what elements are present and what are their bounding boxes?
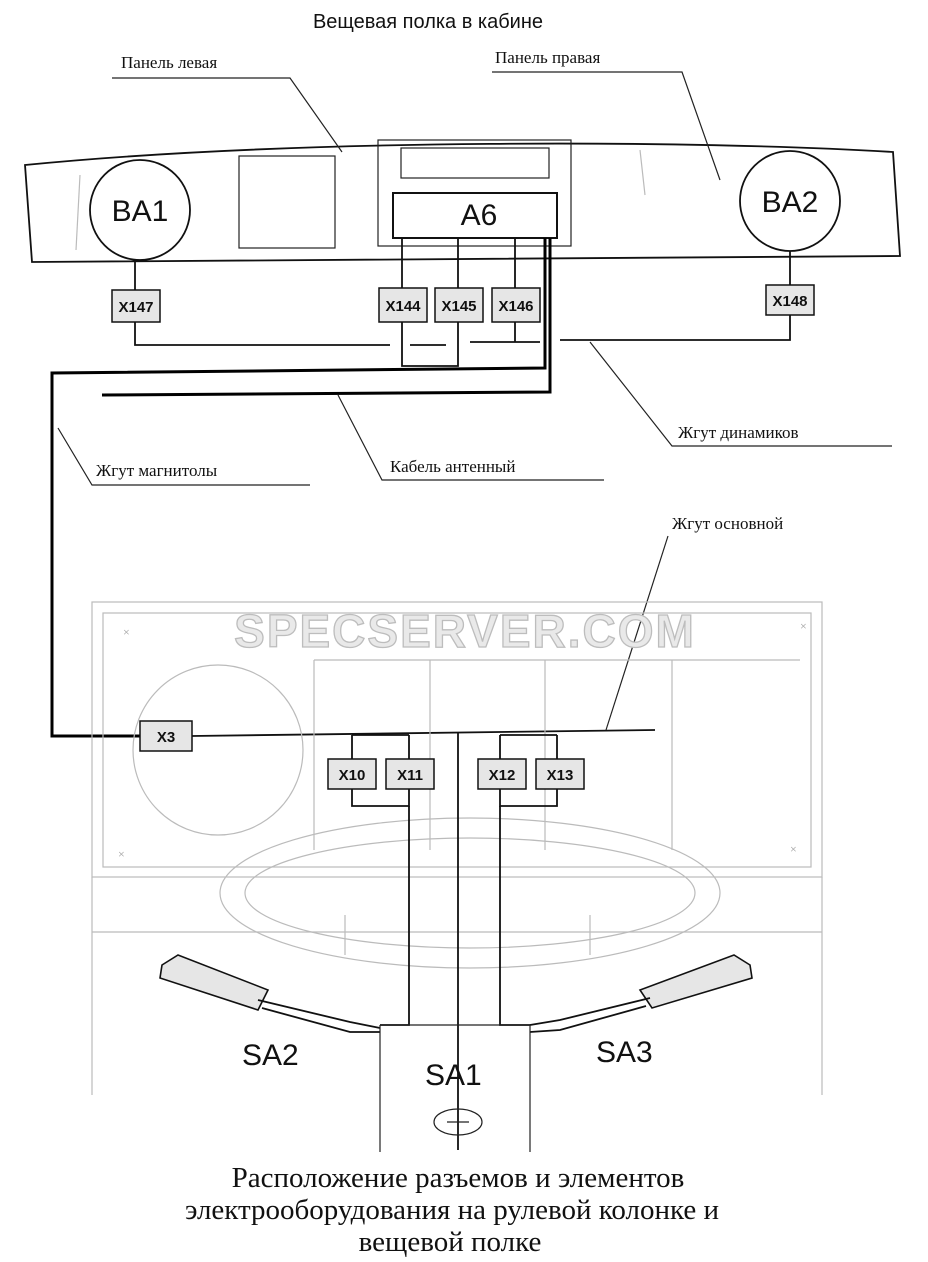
label-panel-right: Панель правая [495,48,600,67]
caption: Расположение разъемов и элементов электр… [185,1162,719,1258]
label-sa1: SA1 [425,1059,482,1092]
speaker-ba2-label: BA2 [762,186,819,219]
diagram-title: Вещевая полка в кабине [313,11,543,33]
shelf-outline [24,139,901,263]
connector-x10: X10 [327,758,377,790]
connector-x146: X146 [491,287,541,323]
label-harness-main-group: Жгут основной [605,514,783,731]
connector-x13: X13 [535,758,585,790]
connector-x11: X11 [385,758,435,790]
watermark: SPECSERVER.COM [234,605,696,657]
connector-x3-label: X3 [157,729,175,746]
screw-mark-bl: × [118,847,125,861]
switch-sa3 [529,954,753,1033]
connector-x147-label: X147 [118,299,153,316]
connector-x13-label: X13 [547,767,574,784]
label-panel-right-group: Панель правая [492,48,721,181]
radio-a6: A6 [392,192,558,239]
caption-line-3: вещевой полке [359,1226,542,1258]
label-panel-left-group: Панель левая [112,53,343,153]
connector-x148: X148 [765,284,815,316]
label-antenna-cable-group: Кабель антенный [337,394,604,481]
connector-x11-label: X11 [397,767,423,784]
upper-wiring [50,238,791,738]
switch-sa2 [159,954,381,1033]
connector-x144-label: X144 [385,298,421,315]
connector-x146-label: X146 [498,298,533,315]
connector-x148-label: X148 [772,293,807,310]
caption-line-2: электрооборудования на рулевой колонке и [185,1194,719,1226]
connector-x145-label: X145 [441,298,476,315]
dashboard-outline: × × × × [91,601,823,1095]
caption-line-1: Расположение разъемов и элементов [232,1162,685,1194]
connector-x145: X145 [434,287,484,323]
label-harness-speakers-group: Жгут динамиков [589,341,892,447]
label-panel-left: Панель левая [121,53,217,72]
screw-mark-br: × [790,842,797,856]
label-sa2: SA2 [242,1039,299,1072]
connector-x3: X3 [139,720,193,752]
speaker-ba1-label: BA1 [112,195,169,228]
connector-x147: X147 [111,289,161,323]
connector-x10-label: X10 [339,767,366,784]
label-sa3: SA3 [596,1036,653,1069]
steering-column [379,1024,531,1152]
connector-x12-label: X12 [489,767,516,784]
screw-mark-tl: × [123,625,130,639]
connector-x12: X12 [477,758,527,790]
label-harness-radio: Жгут магнитолы [96,461,218,480]
label-harness-radio-group: Жгут магнитолы [57,427,310,486]
speaker-ba1: BA1 [89,159,191,261]
screw-mark-tr: × [800,619,807,633]
radio-a6-label: A6 [461,199,498,232]
label-antenna-cable: Кабель антенный [390,457,515,476]
label-harness-speakers: Жгут динамиков [678,423,799,442]
label-harness-main: Жгут основной [672,514,783,533]
connector-x144: X144 [378,287,428,323]
speaker-ba2: BA2 [739,150,841,252]
